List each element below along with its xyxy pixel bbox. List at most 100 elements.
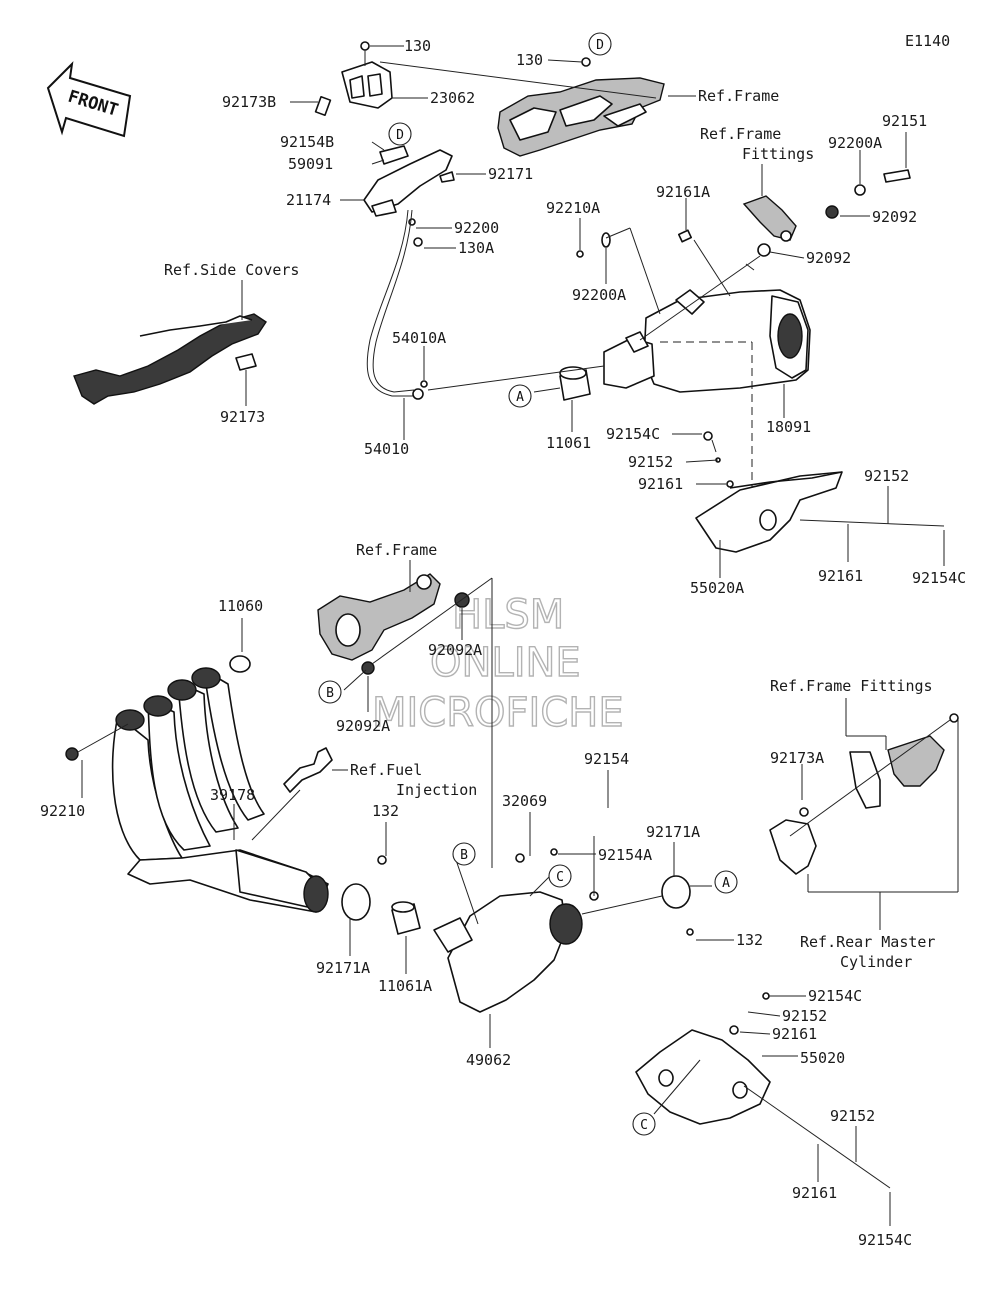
label-59091: 59091 — [288, 155, 333, 173]
frame-reference-part — [497, 57, 665, 157]
side-covers-bracket — [73, 313, 267, 405]
front-arrow-icon: FRONT — [46, 61, 132, 138]
label-23062: 23062 — [430, 89, 475, 107]
label-54010: 54010 — [364, 440, 409, 458]
heat-shield-55020A — [695, 431, 843, 553]
label-92200A-top: 92200A — [828, 134, 882, 152]
label-92154: 92154 — [584, 750, 629, 768]
label-92173B: 92173B — [222, 93, 276, 111]
watermark-line-3: MICROFICHE — [372, 690, 624, 736]
label-18091: 18091 — [766, 418, 811, 436]
label-39178: 39178 — [210, 786, 255, 804]
svg-text:A: A — [722, 876, 730, 891]
label-55020A: 55020A — [690, 579, 744, 597]
label-92154C-4: 92154C — [858, 1231, 912, 1249]
label-92171A-2: 92171A — [316, 959, 370, 977]
label-ref-frame-top: Ref.Frame — [698, 87, 779, 105]
rear-master-cylinder-fittings — [769, 713, 959, 875]
label-92171A-1: 92171A — [646, 823, 700, 841]
heat-shield-55020 — [635, 992, 771, 1125]
label-92161-3: 92161 — [772, 1025, 817, 1043]
label-11060: 11060 — [218, 597, 263, 615]
label-92210: 92210 — [40, 802, 85, 820]
bracket-assembly — [314, 41, 455, 400]
label-92154C-1: 92154C — [606, 425, 660, 443]
label-92161-1: 92161 — [638, 475, 683, 493]
svg-text:C: C — [640, 1118, 648, 1133]
muffler — [576, 229, 811, 520]
label-21174: 21174 — [286, 191, 331, 209]
label-132-a: 132 — [372, 802, 399, 820]
label-11061: 11061 — [546, 434, 591, 452]
callout-b-2: B — [452, 842, 476, 866]
label-92200: 92200 — [454, 219, 499, 237]
svg-text:B: B — [326, 686, 334, 701]
callout-b-1: B — [318, 680, 342, 704]
label-130: 130 — [404, 37, 431, 55]
label-92154C-2: 92154C — [912, 569, 966, 587]
callout-c-1: C — [548, 864, 572, 888]
label-130-b: 130 — [516, 51, 543, 69]
label-ref-fuel-2: Injection — [396, 781, 477, 799]
callout-a-1: A — [508, 384, 532, 408]
label-92154B: 92154B — [280, 133, 334, 151]
label-ref-frame-mid: Ref.Frame — [356, 541, 437, 559]
clamp-and-sleeve — [341, 855, 421, 935]
label-92092A-1: 92092A — [428, 641, 482, 659]
clamp-92171A — [661, 875, 694, 936]
label-92152-4: 92152 — [830, 1107, 875, 1125]
label-ref-rear-master-2: Cylinder — [840, 953, 912, 971]
svg-text:B: B — [460, 848, 468, 863]
header-pipes — [65, 655, 333, 913]
label-ref-frame-fittings-2: Fittings — [742, 145, 814, 163]
label-ref-fuel-1: Ref.Fuel — [350, 761, 422, 779]
label-92210A: 92210A — [546, 199, 600, 217]
frame-reference-mid — [317, 573, 470, 675]
label-92154C-3: 92154C — [808, 987, 862, 1005]
label-92151: 92151 — [882, 112, 927, 130]
frame-fittings-top — [742, 169, 911, 257]
label-ref-side-covers: Ref.Side Covers — [164, 261, 299, 279]
label-92161-4: 92161 — [792, 1184, 837, 1202]
diagram-code: E1140 — [905, 32, 950, 50]
svg-text:D: D — [396, 128, 404, 143]
label-92171: 92171 — [488, 165, 533, 183]
part-labels: 130 130 92173B 23062 Ref.Frame 92154B 59… — [40, 37, 966, 1249]
label-92092-a: 92092 — [872, 208, 917, 226]
label-11061A: 11061A — [378, 977, 432, 995]
callout-d-1: D — [388, 122, 412, 146]
label-ref-frame-fittings-mid: Ref.Frame Fittings — [770, 677, 933, 695]
label-92152-1: 92152 — [628, 453, 673, 471]
label-54010A: 54010A — [392, 329, 446, 347]
label-92092-b: 92092 — [806, 249, 851, 267]
label-92154A: 92154A — [598, 846, 652, 864]
callout-markers: D D A A B B C C — [318, 32, 738, 1136]
label-130A: 130A — [458, 239, 494, 257]
label-92152-2: 92152 — [864, 467, 909, 485]
label-49062: 49062 — [466, 1051, 511, 1069]
watermark-line-2: ONLINE — [430, 640, 581, 686]
svg-text:D: D — [596, 38, 604, 53]
label-ref-frame-fittings-1: Ref.Frame — [700, 125, 781, 143]
callout-d-2: D — [588, 32, 612, 56]
label-32069: 32069 — [502, 792, 547, 810]
label-92161A: 92161A — [656, 183, 710, 201]
label-92092A-2: 92092A — [336, 717, 390, 735]
callout-c-2: C — [632, 1112, 656, 1136]
label-55020: 55020 — [800, 1049, 845, 1067]
leader-lines — [77, 45, 959, 1226]
callout-a-2: A — [714, 870, 738, 894]
label-92173: 92173 — [220, 408, 265, 426]
watermark: HLSM ONLINE MICROFICHE — [371, 591, 624, 736]
svg-text:A: A — [516, 390, 524, 405]
label-92152-3: 92152 — [782, 1007, 827, 1025]
label-92173A: 92173A — [770, 749, 824, 767]
label-92161-2: 92161 — [818, 567, 863, 585]
watermark-line-1: HLSM — [452, 592, 564, 638]
label-132-b: 132 — [736, 931, 763, 949]
sleeve-11061 — [559, 366, 591, 401]
label-ref-rear-master-1: Ref.Rear Master — [800, 933, 935, 951]
label-92200A: 92200A — [572, 286, 626, 304]
svg-text:C: C — [556, 870, 564, 885]
